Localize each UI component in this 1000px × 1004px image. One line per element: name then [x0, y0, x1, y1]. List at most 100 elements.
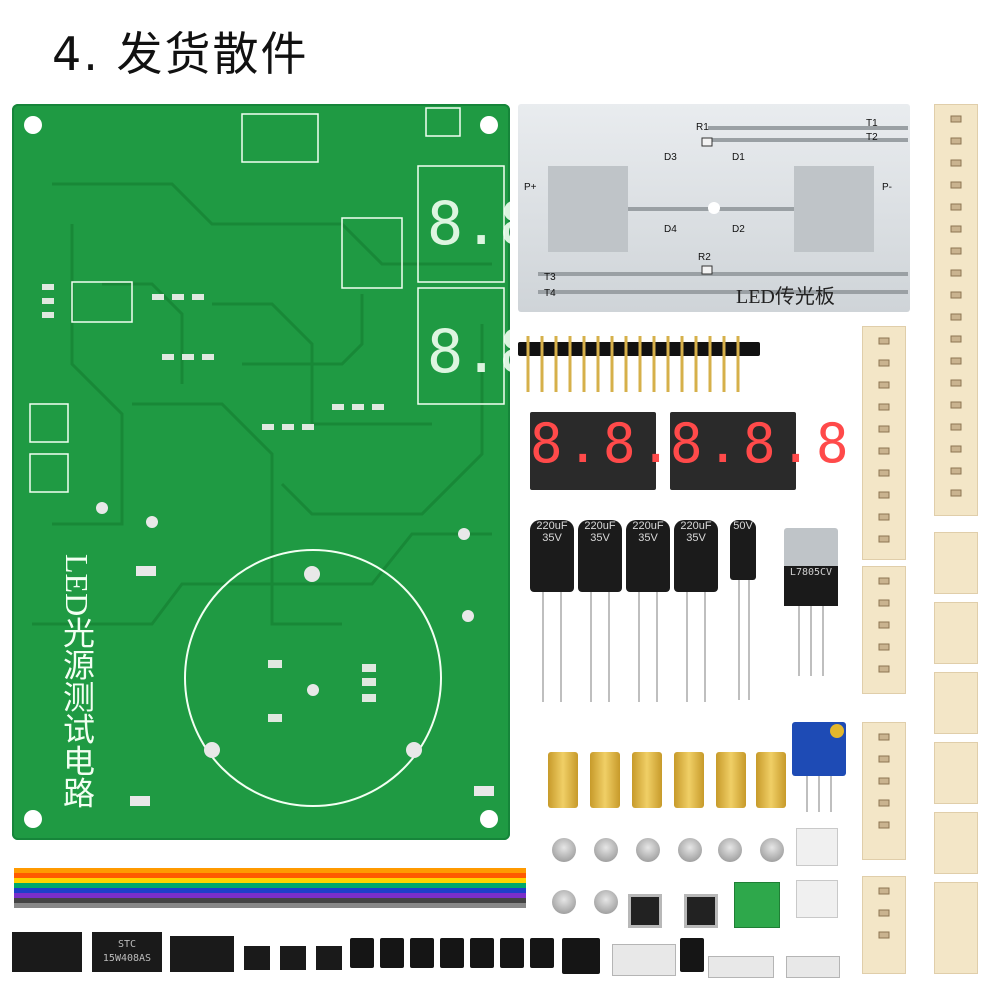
ic-small	[316, 946, 342, 970]
pcb-vertical-label: LED光源测试电路	[59, 554, 95, 809]
lead	[738, 580, 740, 700]
lead	[822, 606, 824, 676]
mounting-hole	[24, 116, 42, 134]
brass-standoff	[674, 752, 704, 808]
capacitor-220uf: 220uF 35V	[530, 520, 574, 592]
label-d4: D4	[664, 224, 677, 235]
tactile-button	[684, 894, 718, 928]
led-light-board: R1 R2 T1 T2 T3 T4 D1 D2 D3 D4 P+ P- LED传…	[518, 104, 910, 312]
ic-soic	[170, 936, 234, 972]
svg-text:8.8.8: 8.8.8	[427, 317, 510, 387]
ic-small	[244, 946, 270, 970]
brass-standoff	[548, 752, 578, 808]
svg-text:8.8.8: 8.8.8	[427, 189, 510, 259]
label-t4: T4	[544, 288, 556, 299]
brass-standoff	[716, 752, 746, 808]
regulator-heatsink	[784, 528, 838, 568]
voltage-regulator: L7805CV	[784, 566, 838, 606]
tactile-button	[628, 894, 662, 928]
component-tape	[934, 602, 978, 664]
screw	[594, 890, 618, 914]
screw	[678, 838, 702, 862]
smd-part	[440, 938, 464, 968]
screw	[552, 890, 576, 914]
lead	[656, 592, 658, 702]
smd-part	[680, 938, 704, 972]
lead	[638, 592, 640, 702]
connector-white	[796, 828, 838, 866]
component-tape	[862, 876, 906, 974]
page-title: 4. 发货散件	[52, 27, 309, 81]
ic-small	[280, 946, 306, 970]
lead	[560, 592, 562, 702]
component-tape	[862, 566, 906, 694]
component-tape	[862, 722, 906, 860]
label-t1: T1	[866, 118, 878, 129]
screw	[718, 838, 742, 862]
label-d1: D1	[732, 152, 745, 163]
connector-white	[796, 880, 838, 918]
lead	[818, 776, 820, 812]
mounting-hole	[480, 810, 498, 828]
label-t3: T3	[544, 272, 556, 283]
label-d2: D2	[732, 224, 745, 235]
led-white	[562, 938, 600, 974]
pin-header-pins	[526, 336, 740, 392]
pcb-traces: 8.8.8 8.8.8	[29, 107, 510, 807]
mounting-hole	[480, 116, 498, 134]
mounting-hole	[24, 810, 42, 828]
lead	[542, 592, 544, 702]
screw	[594, 838, 618, 862]
lead	[608, 592, 610, 702]
smd-part	[530, 938, 554, 968]
smd-part	[350, 938, 374, 968]
lead	[686, 592, 688, 702]
ic-chip	[12, 932, 82, 972]
label-t2: T2	[866, 132, 878, 143]
component-tape-tall	[934, 104, 978, 516]
capacitor-220uf: 220uF 35V	[578, 520, 622, 592]
component-tape	[934, 532, 978, 594]
smd-part	[708, 956, 774, 978]
smd-part	[380, 938, 404, 968]
screw-terminal	[734, 882, 780, 928]
seven-seg-display-left: 8.8.8	[530, 412, 709, 490]
component-tape	[934, 812, 978, 874]
smd-part	[786, 956, 840, 978]
capacitor-220uf: 220uF 35V	[626, 520, 670, 592]
lead	[798, 606, 800, 676]
label-p-plus: P+	[524, 182, 537, 193]
brass-standoff	[756, 752, 786, 808]
label-d3: D3	[664, 152, 677, 163]
lead	[748, 580, 750, 700]
smd-part	[470, 938, 494, 968]
main-pcb-board: 8.8.8 8.8.8 LED光源测试电路	[12, 104, 510, 840]
smd-part	[500, 938, 524, 968]
component-tape	[934, 882, 978, 974]
lead	[810, 606, 812, 676]
inductor	[612, 944, 676, 976]
lead	[704, 592, 706, 702]
potentiometer-screw	[830, 724, 844, 738]
lead	[806, 776, 808, 812]
capacitor-220uf: 220uF 35V	[674, 520, 718, 592]
label-r1: R1	[696, 122, 709, 133]
ic-chip-stc: STC 15W408AS	[92, 932, 162, 972]
light-board-label: LED传光板	[736, 286, 835, 308]
component-tape	[862, 326, 906, 560]
ribbon-cable	[14, 868, 526, 908]
brass-standoff	[632, 752, 662, 808]
label-r2: R2	[698, 252, 711, 263]
seven-seg-display-right: 8.8.8	[670, 412, 849, 490]
screw	[760, 838, 784, 862]
screw	[636, 838, 660, 862]
capacitor-small: 50V	[730, 520, 756, 580]
lead	[590, 592, 592, 702]
lead	[830, 776, 832, 812]
component-tape	[934, 742, 978, 804]
smd-part	[410, 938, 434, 968]
light-board-traces	[538, 126, 908, 294]
label-p-minus: P-	[882, 182, 892, 193]
brass-standoff	[590, 752, 620, 808]
component-tape	[934, 672, 978, 734]
